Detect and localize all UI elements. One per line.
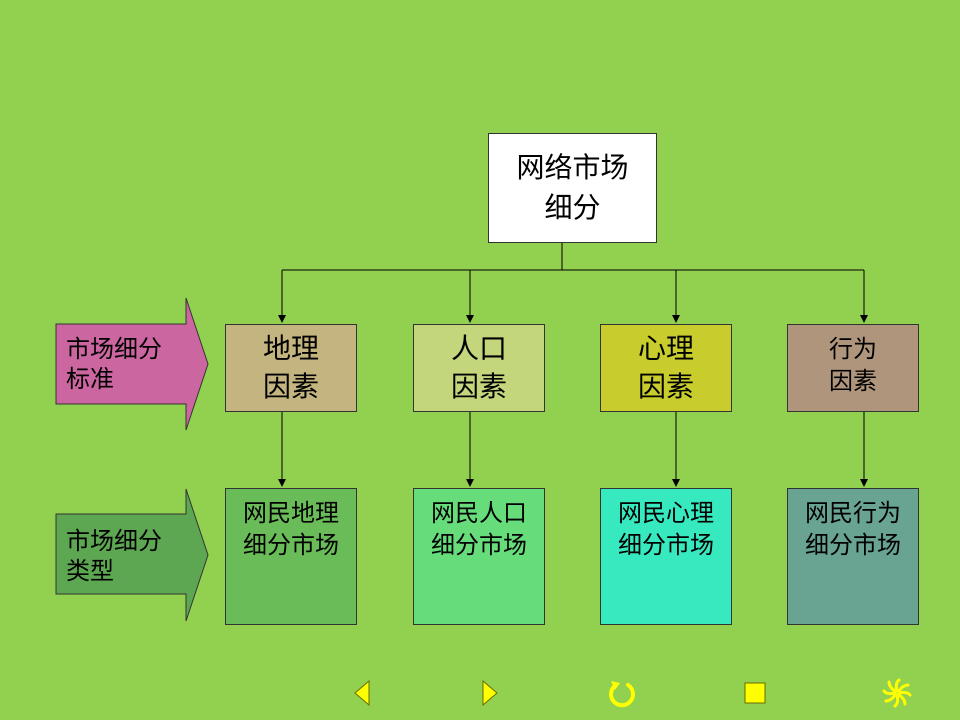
next-icon xyxy=(482,680,498,706)
market-beh: 网民行为 细分市场 xyxy=(787,488,919,625)
market-geo-label: 网民地理 细分市场 xyxy=(243,499,339,559)
types-label: 市场细分 类型 xyxy=(66,527,162,585)
market-pop: 网民人口 细分市场 xyxy=(413,488,545,625)
factor-beh: 行为 因素 xyxy=(787,324,919,412)
factor-beh-label: 行为 因素 xyxy=(829,335,877,395)
market-beh-label: 网民行为 细分市场 xyxy=(805,499,901,559)
factor-pop-label: 人口 因素 xyxy=(450,332,507,403)
prev-button[interactable] xyxy=(345,676,379,710)
factor-pop: 人口 因素 xyxy=(413,324,545,412)
factor-geo-label: 地理 因素 xyxy=(262,332,319,403)
criteria-label: 市场细分 标准 xyxy=(66,335,162,393)
stop-button[interactable] xyxy=(738,676,772,710)
market-psy: 网民心理 细分市场 xyxy=(600,488,732,625)
asterisk-button[interactable] xyxy=(880,676,914,710)
market-psy-label: 网民心理 细分市场 xyxy=(618,499,714,559)
asterisk-icon xyxy=(882,678,912,708)
market-geo: 网民地理 细分市场 xyxy=(225,488,357,625)
root-node: 网络市场 细分 xyxy=(488,133,657,243)
types-arrow xyxy=(55,488,209,622)
root-node-label: 网络市场 细分 xyxy=(516,151,629,224)
stop-icon xyxy=(744,682,766,704)
market-pop-label: 网民人口 细分市场 xyxy=(431,499,527,559)
replay-icon xyxy=(609,681,635,708)
factor-geo: 地理 因素 xyxy=(225,324,357,412)
criteria-arrow xyxy=(55,297,209,431)
factor-psy-label: 心理 因素 xyxy=(637,332,694,403)
factor-psy: 心理 因素 xyxy=(600,324,732,412)
replay-button[interactable] xyxy=(605,676,639,710)
prev-icon xyxy=(354,680,370,706)
next-button[interactable] xyxy=(473,676,507,710)
